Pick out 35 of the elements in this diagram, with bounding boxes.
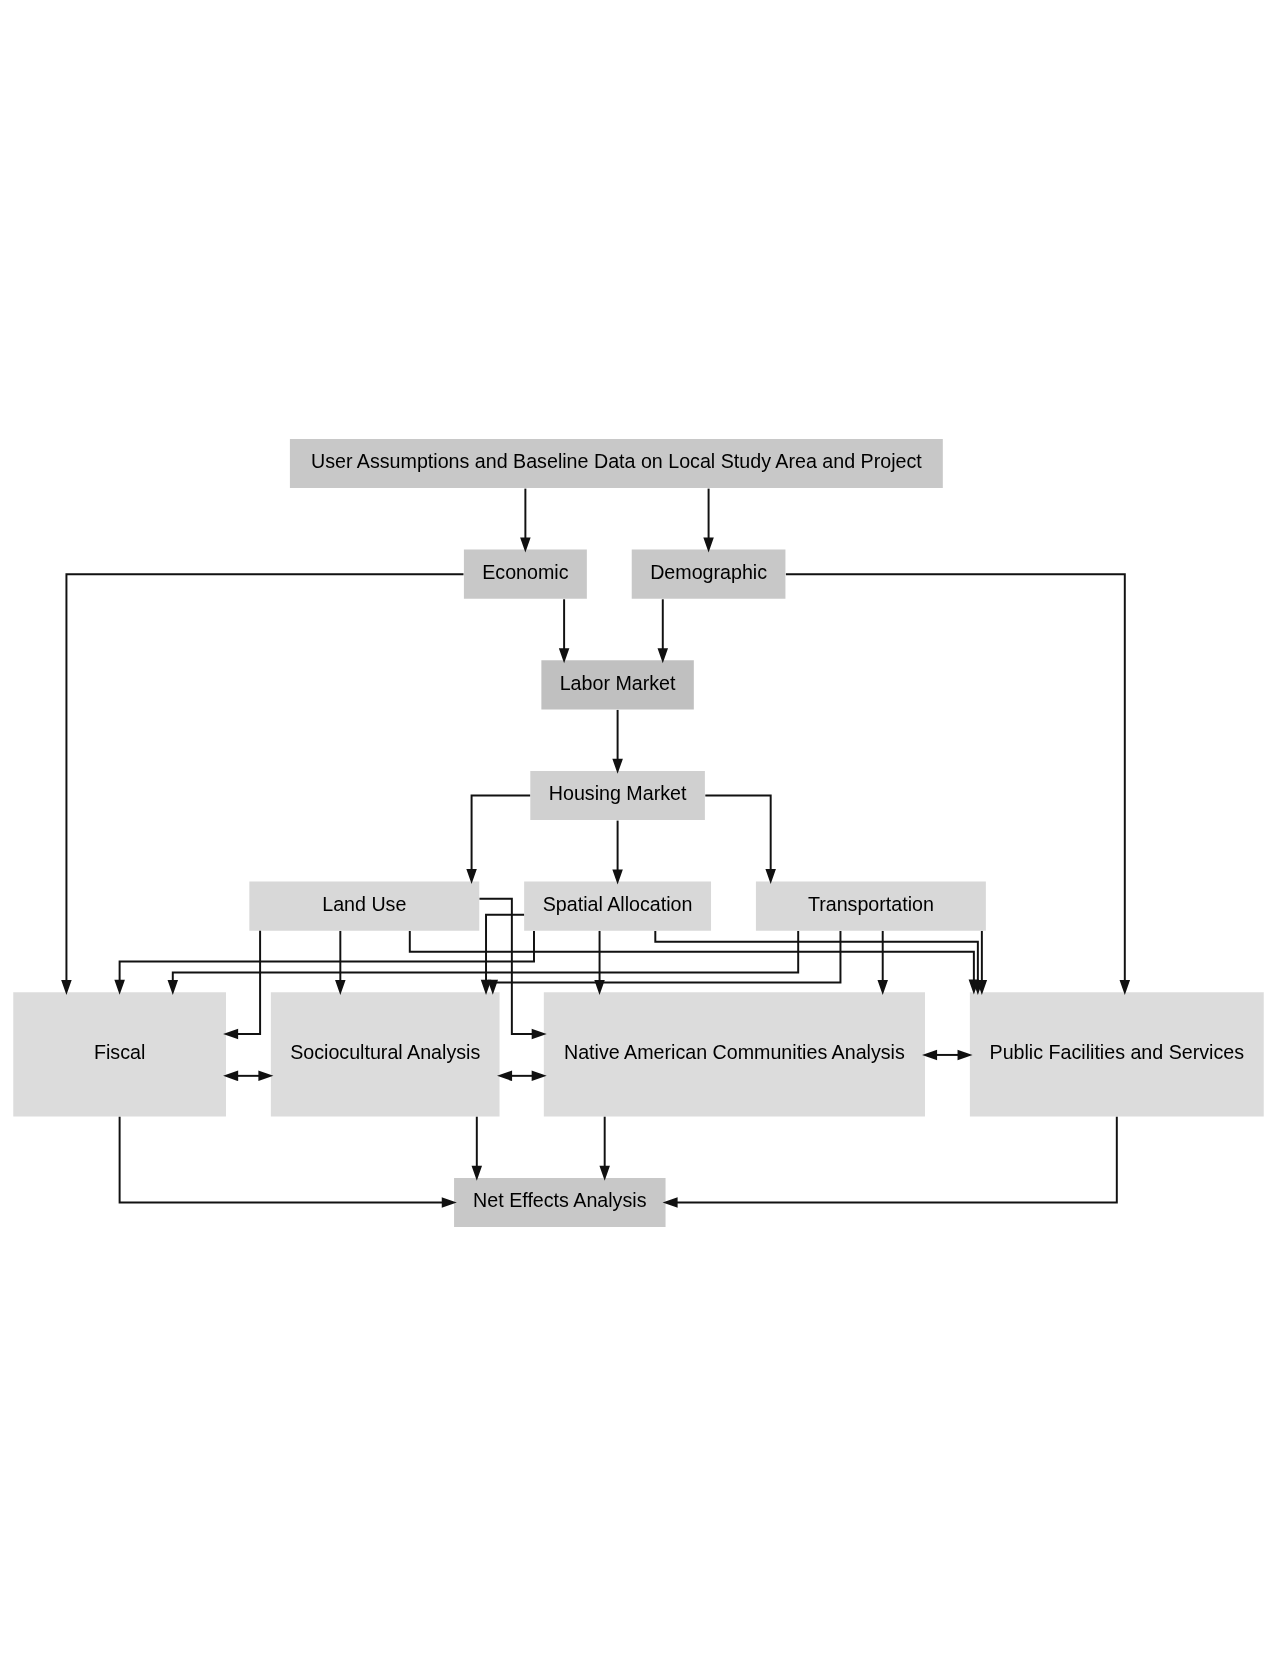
- node-box: Spatial Allocation: [524, 881, 712, 931]
- arrow: [478, 897, 547, 1040]
- node-box: Demographic: [631, 549, 786, 599]
- arrow: [877, 929, 888, 995]
- arrow: [480, 913, 526, 995]
- node-box: Land Use: [249, 881, 480, 931]
- arrow: [118, 1115, 457, 1208]
- node-box: Fiscal: [13, 992, 226, 1117]
- arrow: [335, 929, 346, 995]
- arrow: [612, 819, 623, 885]
- node-box: Economic: [463, 549, 587, 599]
- node-box: Sociocultural Analysis: [270, 992, 500, 1117]
- node-box: Housing Market: [530, 770, 705, 821]
- arrow: [114, 929, 535, 995]
- arrow: [703, 487, 714, 553]
- arrow: [61, 573, 465, 996]
- arrow: [466, 794, 532, 885]
- arrow: [497, 1070, 547, 1082]
- arrow: [558, 598, 570, 664]
- arrow: [922, 1049, 973, 1061]
- arrow: [223, 929, 262, 1040]
- node-box: Public Facilities and Services: [969, 992, 1264, 1117]
- node-box: User Assumptions and Baseline Data on Local Study Area and Project: [289, 438, 943, 489]
- arrow: [704, 794, 776, 885]
- arrow: [612, 708, 623, 774]
- node-box: Native American Communities Analysis: [543, 992, 925, 1117]
- arrow: [471, 1115, 483, 1181]
- arrow: [662, 1115, 1118, 1208]
- node-box: Transportation: [755, 881, 986, 931]
- node-box: Net Effects Analysis: [454, 1177, 666, 1228]
- arrow: [657, 598, 669, 664]
- arrow: [223, 1070, 274, 1082]
- node-box: Labor Market: [541, 660, 694, 710]
- arrow: [599, 1115, 610, 1181]
- arrow: [520, 487, 531, 553]
